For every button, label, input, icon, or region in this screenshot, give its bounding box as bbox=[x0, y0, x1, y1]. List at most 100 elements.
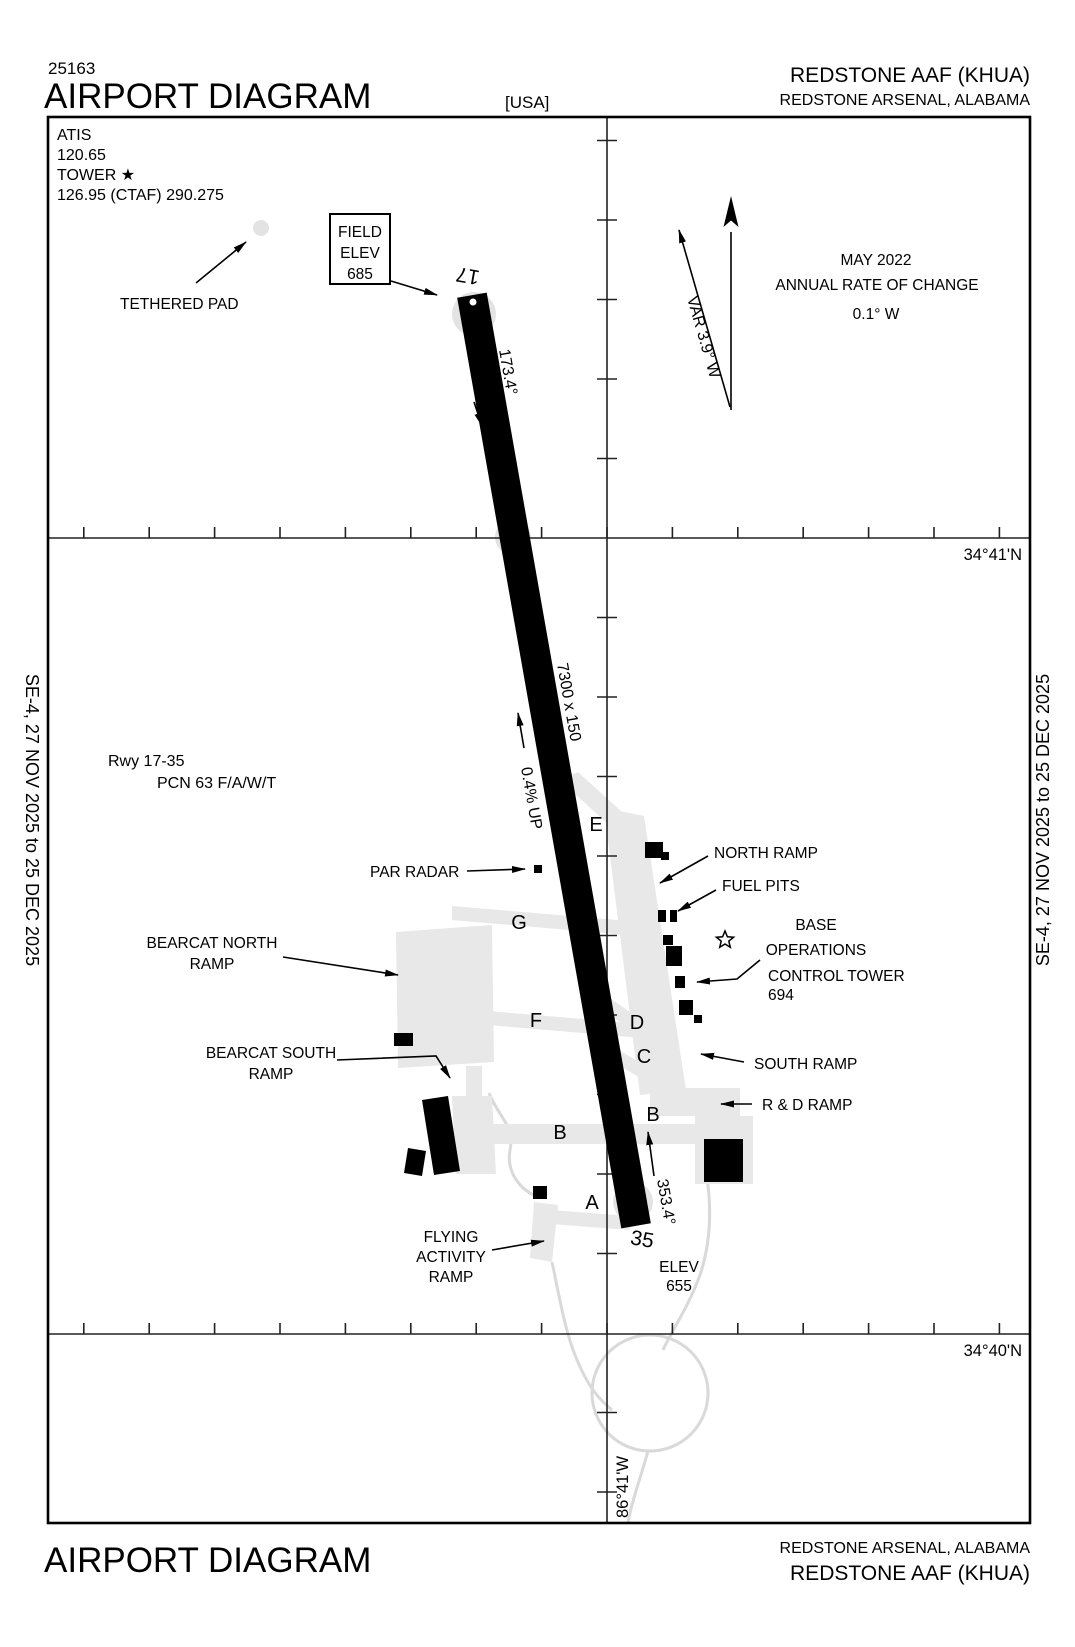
comm-line-2: 120.65 bbox=[57, 147, 106, 164]
tethered-pad-label: TETHERED PAD bbox=[120, 296, 239, 313]
taxiway-g-label: G bbox=[511, 912, 527, 934]
footer-airport: REDSTONE AAF (KHUA) bbox=[790, 1562, 1030, 1585]
rd-ramp-label: R & D RAMP bbox=[762, 1097, 852, 1114]
roads bbox=[487, 1092, 712, 1523]
road-loop bbox=[590, 1333, 710, 1453]
field-elev-line1: FIELD bbox=[338, 224, 382, 241]
comm-frequencies: ATIS 120.65 TOWER ★ 126.95 (CTAF) 290.27… bbox=[57, 127, 224, 204]
runway-note-1: Rwy 17-35 bbox=[108, 753, 185, 770]
rd-taxiway bbox=[650, 1088, 740, 1116]
variation-rate-label: ANNUAL RATE OF CHANGE bbox=[775, 277, 978, 294]
flying-activity-label-2: ACTIVITY bbox=[416, 1249, 486, 1266]
field-elev-line2: ELEV bbox=[340, 245, 380, 262]
north-ramp-building-2 bbox=[661, 852, 669, 860]
variation-arrow bbox=[678, 229, 731, 408]
base-ops-label-1: BASE bbox=[795, 917, 836, 934]
airport-city: REDSTONE ARSENAL, ALABAMA bbox=[780, 92, 1031, 109]
fuel-pit-1 bbox=[658, 910, 666, 922]
tethered-pad-callout: TETHERED PAD bbox=[120, 241, 247, 313]
runway-17-number: 17 bbox=[454, 262, 481, 289]
control-tower-building bbox=[675, 976, 685, 988]
lon-label: 86°41'W bbox=[614, 1456, 632, 1518]
tethered-pad-arrow bbox=[195, 241, 247, 284]
north-ramp-arrow bbox=[659, 855, 709, 884]
runway-35-number: 35 bbox=[629, 1226, 656, 1253]
runway-35-heading-arrow bbox=[646, 1131, 655, 1177]
taxiway-b-east-label: B bbox=[646, 1104, 659, 1126]
variation-label: VAR 3.9° W bbox=[683, 294, 723, 381]
tethered-pad-dot bbox=[253, 220, 269, 236]
base-operations-building bbox=[666, 946, 682, 966]
taxiway-b-west-label: B bbox=[553, 1122, 566, 1144]
taxiway-c-label: C bbox=[637, 1046, 651, 1068]
comm-line-3: TOWER ★ bbox=[57, 167, 135, 184]
fuel-pit-2 bbox=[670, 910, 677, 922]
south-ramp-arrow bbox=[700, 1052, 745, 1063]
country-tag: [USA] bbox=[505, 93, 549, 112]
runway-pavement bbox=[457, 292, 651, 1229]
lat-label-2: 34°40'N bbox=[964, 1342, 1022, 1360]
flying-activity-label-3: RAMP bbox=[429, 1269, 474, 1286]
building bbox=[694, 1015, 702, 1023]
gradient-label: 0.4% UP bbox=[517, 766, 545, 831]
flying-activity-label-1: FLYING bbox=[424, 1229, 479, 1246]
airport-name: REDSTONE AAF (KHUA) bbox=[790, 64, 1030, 87]
north-ramp-building bbox=[645, 842, 663, 858]
gradient-arrow bbox=[516, 712, 525, 749]
elev-35-line2: 655 bbox=[666, 1278, 692, 1295]
runway-threshold-dot bbox=[469, 298, 477, 306]
building-near-a bbox=[533, 1186, 547, 1199]
comm-line-1: ATIS bbox=[57, 127, 91, 144]
lat-label-1: 34°41'N bbox=[964, 546, 1022, 564]
field-elev-callout: FIELD ELEV 685 bbox=[329, 213, 438, 296]
par-radar-site bbox=[534, 865, 542, 873]
flying-activity-apron bbox=[530, 1202, 558, 1262]
taxiway-letters: E G F D C B B A bbox=[511, 814, 659, 1214]
bearcat-south-building bbox=[422, 1096, 460, 1175]
footer: AIRPORT DIAGRAM REDSTONE ARSENAL, ALABAM… bbox=[44, 1540, 1030, 1585]
south-ramp-label: SOUTH RAMP bbox=[754, 1056, 857, 1073]
chart-number: 25163 bbox=[48, 59, 95, 78]
bearcat-stem bbox=[466, 1066, 482, 1100]
rd-ramp-building bbox=[704, 1139, 743, 1182]
taxiway-d-label: D bbox=[630, 1012, 644, 1034]
map-border bbox=[46, 115, 1032, 1525]
aprons-taxiways bbox=[396, 772, 753, 1262]
taxiway-a bbox=[550, 1210, 630, 1230]
page-title: AIRPORT DIAGRAM bbox=[44, 77, 371, 116]
bearcat-north-arrow bbox=[282, 956, 399, 977]
fuel-pits-label: FUEL PITS bbox=[722, 878, 800, 895]
graticule: 34°41'N 34°40'N 86°41'W bbox=[48, 117, 1030, 1523]
building bbox=[663, 935, 673, 945]
east-ramp-band bbox=[604, 808, 686, 1095]
elev-35-line1: ELEV bbox=[659, 1259, 699, 1276]
bearcat-building bbox=[394, 1033, 413, 1046]
runway-35-heading: 353.4° bbox=[653, 1178, 678, 1227]
runway-17-35 bbox=[457, 292, 651, 1229]
margin-note-right: SE-4, 27 NOV 2025 to 25 DEC 2025 bbox=[1033, 674, 1053, 966]
fuel-pits-arrow bbox=[677, 889, 717, 912]
taxiway-a-label: A bbox=[585, 1192, 599, 1214]
bearcat-south-arrow bbox=[336, 1055, 451, 1079]
north-arrow-head bbox=[723, 196, 739, 227]
bearcat-south-building-2 bbox=[404, 1148, 426, 1176]
bearcat-south-label-2: RAMP bbox=[249, 1066, 294, 1083]
flying-activity-arrow bbox=[491, 1239, 545, 1251]
base-operations-star-icon bbox=[714, 929, 736, 949]
runway-note-2: PCN 63 F/A/W/T bbox=[157, 775, 276, 792]
buildings bbox=[394, 842, 743, 1199]
bearcat-north-label-2: RAMP bbox=[190, 956, 235, 973]
bearcat-north-label-1: BEARCAT NORTH bbox=[147, 935, 278, 952]
variation-rate-value: 0.1° W bbox=[853, 306, 900, 323]
variation-date: MAY 2022 bbox=[841, 252, 912, 269]
base-ops-label-2: OPERATIONS bbox=[766, 942, 866, 959]
taxiway-b bbox=[456, 1124, 706, 1144]
field-elev-box bbox=[329, 213, 391, 285]
par-radar-arrow bbox=[466, 865, 526, 873]
control-tower-elev: 694 bbox=[768, 987, 794, 1004]
par-radar-label: PAR RADAR bbox=[370, 864, 459, 881]
header: 25163 AIRPORT DIAGRAM [USA] REDSTONE AAF… bbox=[44, 59, 1030, 116]
north-ramp-label: NORTH RAMP bbox=[714, 845, 818, 862]
